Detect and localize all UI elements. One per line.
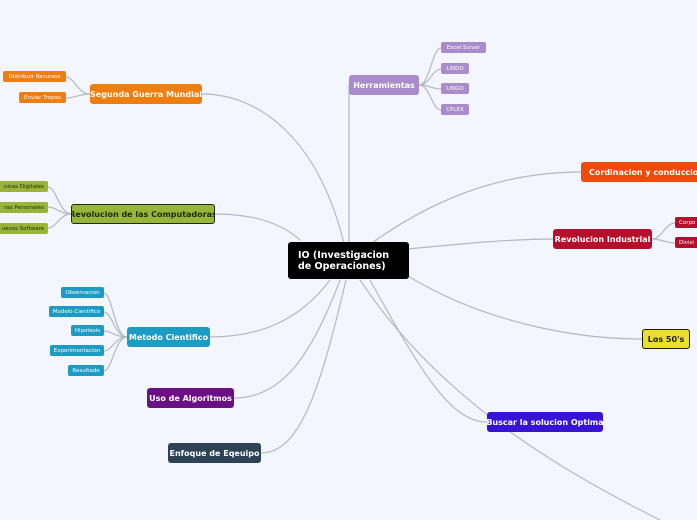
central-topic-line2: de Operaciones)	[298, 260, 386, 272]
topic-buscar-solucion-optima[interactable]: Buscar la solucion Optima	[487, 412, 603, 432]
subtopic-experimentacion[interactable]: Experimentacion	[50, 345, 104, 356]
link-algoritmos	[233, 279, 341, 399]
topic-enfoque-de-equipo[interactable]: Enfoque de Eqeuipo	[168, 443, 261, 463]
topic-revolucion-industrial[interactable]: Revolucion Industrial	[553, 229, 652, 249]
subtopic-corporaciones[interactable]: Corpo	[675, 217, 697, 228]
subtopic-cplex[interactable]: CPLEX	[441, 104, 469, 115]
topic-cordinacion-y-conduccion[interactable]: Cordinacion y conduccion de	[581, 162, 697, 182]
central-topic-line1: IO (Investigacion	[298, 249, 390, 261]
subtopic-division[interactable]: Divisi	[675, 237, 697, 248]
subtopic-hipotesis[interactable]: Hipotesis	[71, 325, 104, 336]
link-segunda	[201, 93, 346, 249]
subtopic-tecnicas-digitales[interactable]: nicas Digitales	[0, 181, 48, 192]
link-revind	[407, 238, 554, 250]
link-optima	[369, 279, 488, 423]
subtopic-lindo[interactable]: LINDO	[441, 63, 469, 74]
topic-metodo-cientifico[interactable]: Metodo Cientifico	[127, 327, 210, 347]
subtopic-modelo-cientifico[interactable]: Modelo Cientifico	[49, 306, 104, 317]
central-topic[interactable]: IO (Investigacion de Operaciones)	[288, 242, 409, 279]
topic-segunda-guerra-mundial[interactable]: Segunda Guerra Mundial	[90, 84, 202, 104]
topic-uso-de-algoritmos[interactable]: Uso de Algoritmos	[147, 388, 234, 408]
subtopic-nuevos-software[interactable]: uevos Software	[0, 223, 48, 234]
link-revcomp	[214, 213, 301, 241]
link-equipo	[260, 279, 347, 454]
subtopic-observacion[interactable]: Observacion	[61, 287, 104, 298]
subtopic-distribuir-recursos[interactable]: Distribuir Recursos	[3, 71, 66, 82]
subtopic-computadoras-personales[interactable]: ras Personales	[0, 202, 48, 213]
central-topic-text: IO (Investigacion de Operaciones)	[298, 250, 389, 272]
topic-revolucion-computadoras[interactable]: Revolucion de las Computadoras	[71, 204, 215, 224]
topic-los-50s[interactable]: Los 50's	[642, 329, 690, 349]
link-metodo	[209, 279, 331, 338]
subtopic-enviar-tropas[interactable]: Enviar Tropas	[19, 92, 66, 103]
subtopic-excel-solver[interactable]: Excel Solver	[441, 42, 486, 53]
link-cincuenta	[407, 275, 643, 340]
subtopic-lingo[interactable]: LINGO	[441, 83, 469, 94]
topic-herramientas[interactable]: Herramientas	[349, 75, 419, 95]
subtopic-resultado[interactable]: Resultado	[68, 365, 104, 376]
link-offscreen	[359, 279, 661, 520]
link-coordinacion	[364, 171, 582, 249]
